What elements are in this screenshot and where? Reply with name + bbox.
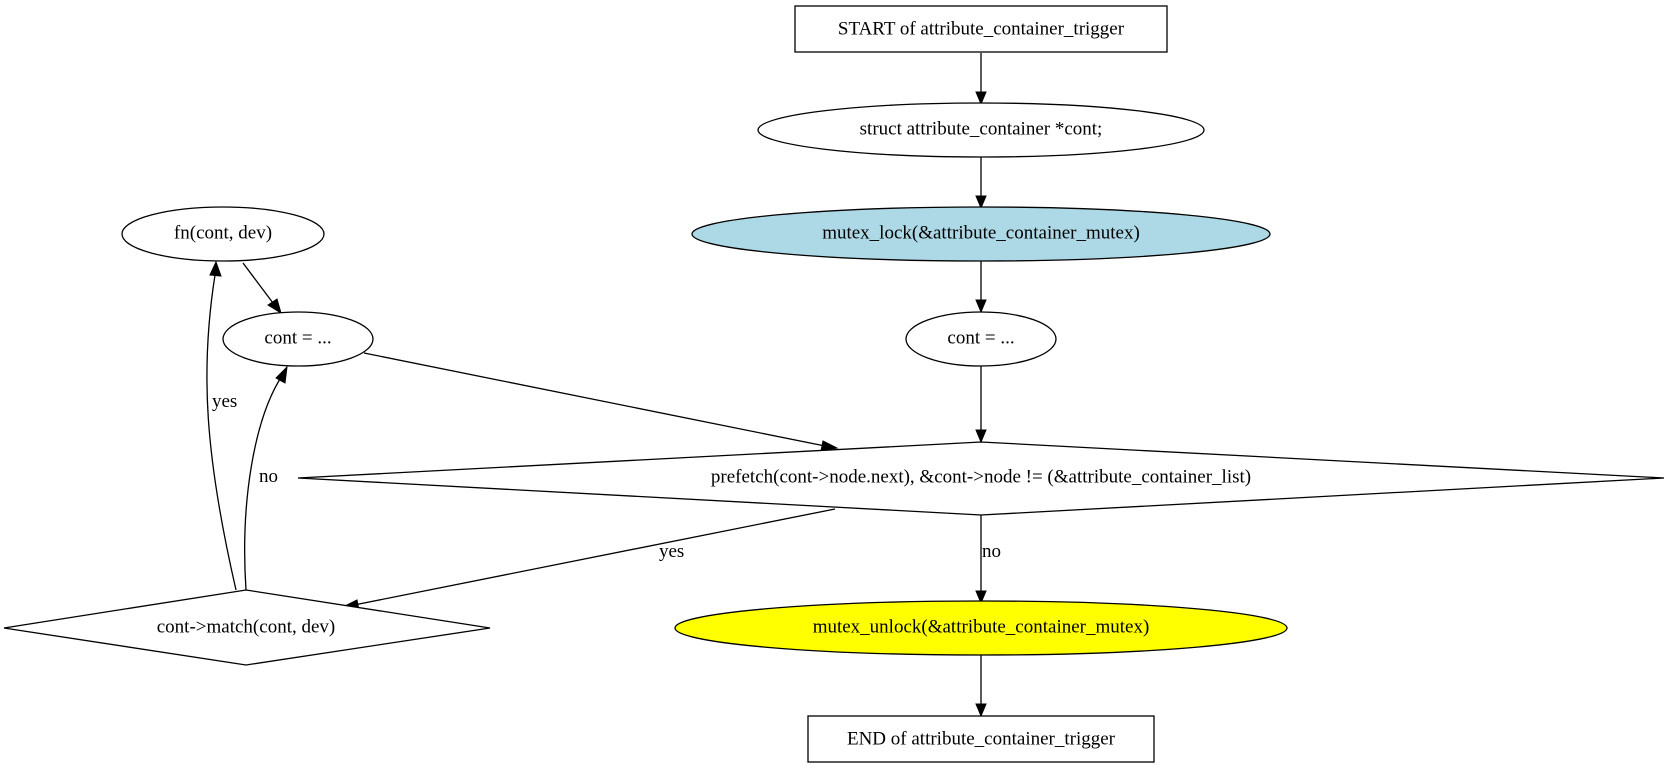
node-mutex-lock-label: mutex_lock(&attribute_container_mutex) — [822, 222, 1140, 243]
edges: no yes yes no — [206, 53, 1001, 718]
edge-fn-to-cont-next — [242, 262, 274, 304]
node-decl: struct attribute_container *cont; — [757, 102, 1205, 158]
node-cont-next: cont = ... — [222, 311, 374, 367]
arrowhead — [975, 429, 987, 444]
node-loop-condition-label: prefetch(cont->node.next), &cont->node !… — [711, 466, 1251, 487]
edge-label-loop-yes: yes — [659, 541, 684, 562]
node-cont-next-label: cont = ... — [264, 327, 331, 348]
node-fn-call-label: fn(cont, dev) — [174, 222, 272, 243]
node-cont-init: cont = ... — [905, 311, 1057, 367]
edge-match-yes-to-fn — [206, 274, 237, 591]
arrowhead — [975, 299, 987, 314]
node-mutex-lock: mutex_lock(&attribute_container_mutex) — [691, 206, 1271, 262]
node-cont-init-label: cont = ... — [947, 327, 1014, 348]
edge-label-match-yes: yes — [212, 391, 237, 412]
node-fn-call: fn(cont, dev) — [121, 206, 325, 262]
node-start-label: START of attribute_container_trigger — [838, 18, 1125, 39]
node-mutex-unlock-label: mutex_unlock(&attribute_container_mutex) — [813, 616, 1150, 637]
node-match: cont->match(cont, dev) — [3, 589, 491, 666]
arrowhead — [975, 590, 987, 605]
edge-label-loop-no: no — [982, 541, 1001, 562]
node-loop-condition: prefetch(cont->node.next), &cont->node !… — [297, 441, 1665, 516]
arrowhead — [275, 365, 288, 384]
edge-match-no-to-cont-next — [244, 378, 281, 591]
node-decl-label: struct attribute_container *cont; — [860, 118, 1103, 139]
node-match-label: cont->match(cont, dev) — [157, 616, 335, 637]
edge-label-match-no: no — [259, 466, 278, 487]
node-start: START of attribute_container_trigger — [794, 5, 1168, 53]
node-mutex-unlock: mutex_unlock(&attribute_container_mutex) — [674, 600, 1288, 656]
arrowhead — [209, 260, 222, 277]
arrowhead — [267, 298, 282, 315]
edge-cont-next-to-loop — [363, 352, 826, 447]
arrowhead — [975, 195, 987, 210]
edge-loop-yes-to-match — [353, 508, 836, 606]
arrowhead — [975, 91, 987, 106]
arrowhead — [975, 703, 987, 718]
node-end-label: END of attribute_container_trigger — [847, 728, 1116, 749]
node-end: END of attribute_container_trigger — [807, 715, 1155, 763]
